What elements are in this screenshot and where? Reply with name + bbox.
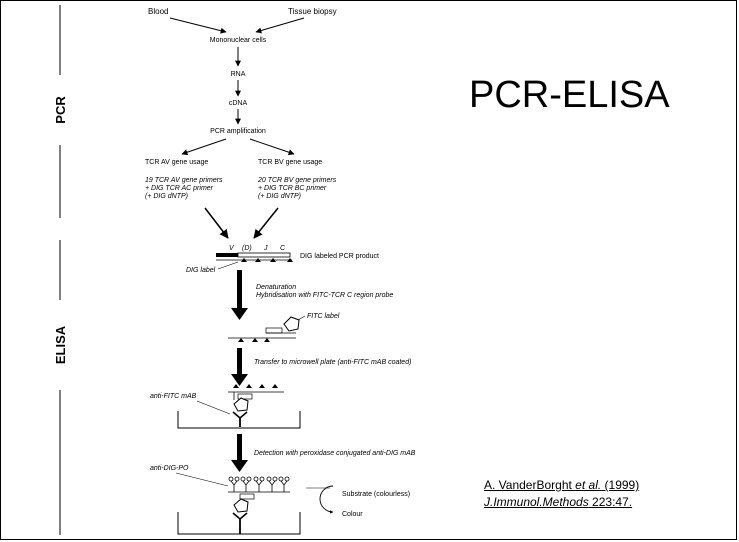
transfer-text: Transfer to microwell plate (anti-FITC m… <box>254 359 411 366</box>
step-cdna: cDNA <box>229 100 248 107</box>
colour-label: Colour <box>342 511 363 518</box>
detection-text: Detection with peroxidase conjugated ant… <box>254 450 416 457</box>
bv-title: TCR BV gene usage <box>258 159 322 166</box>
segment-c: C <box>280 245 286 252</box>
anti-fitc-label: anti-FITC mAB <box>150 393 197 400</box>
citation[interactable]: A. VanderBorght et al. (1999) J.Immunol.… <box>484 477 639 511</box>
citation-line2[interactable]: J.Immunol.Methods 223:47. <box>484 495 633 509</box>
citation-line1[interactable]: A. VanderBorght et al. (1999) <box>484 478 640 492</box>
product-strand <box>237 252 291 258</box>
bv-line3: (+ DIG dNTP) <box>258 193 301 200</box>
substrate-label: Substrate (colourless) <box>342 491 410 498</box>
anti-dig-label: anti-DIG-PO <box>150 465 189 472</box>
av-line2: + DIG TCR AC primer <box>145 185 214 192</box>
fitc-label: FITC label <box>307 313 340 320</box>
bv-line1: 20 TCR BV gene primers <box>257 177 337 184</box>
av-line3: (+ DIG dNTP) <box>145 193 188 200</box>
step-rna: RNA <box>231 71 246 78</box>
slide-title: PCR-ELISA <box>469 74 670 116</box>
step-amplification: PCR amplification <box>210 128 266 135</box>
source-blood: Blood <box>148 7 168 16</box>
segment-d: (D) <box>242 245 252 252</box>
source-tissue: Tissue biopsy <box>288 7 337 16</box>
denaturation-line2: Hybridisation with FITC-TCR C region pro… <box>256 292 393 299</box>
segment-j: J <box>263 245 268 252</box>
dig-label: DIG label <box>186 267 216 274</box>
denaturation-line1: Denaturation <box>256 284 296 291</box>
product-label: DIG labeled PCR product <box>300 253 379 260</box>
product-v-block <box>216 253 238 257</box>
pcr-side-label: PCR <box>53 96 68 124</box>
av-line1: 19 TCR AV gene primers <box>145 177 223 184</box>
segment-v: V <box>229 245 235 252</box>
bv-line2: + DIG TCR BC primer <box>258 185 327 192</box>
step-cells: Mononuclear cells <box>210 37 267 44</box>
elisa-side-label: ELISA <box>53 325 68 364</box>
av-title: TCR AV gene usage <box>145 159 208 166</box>
